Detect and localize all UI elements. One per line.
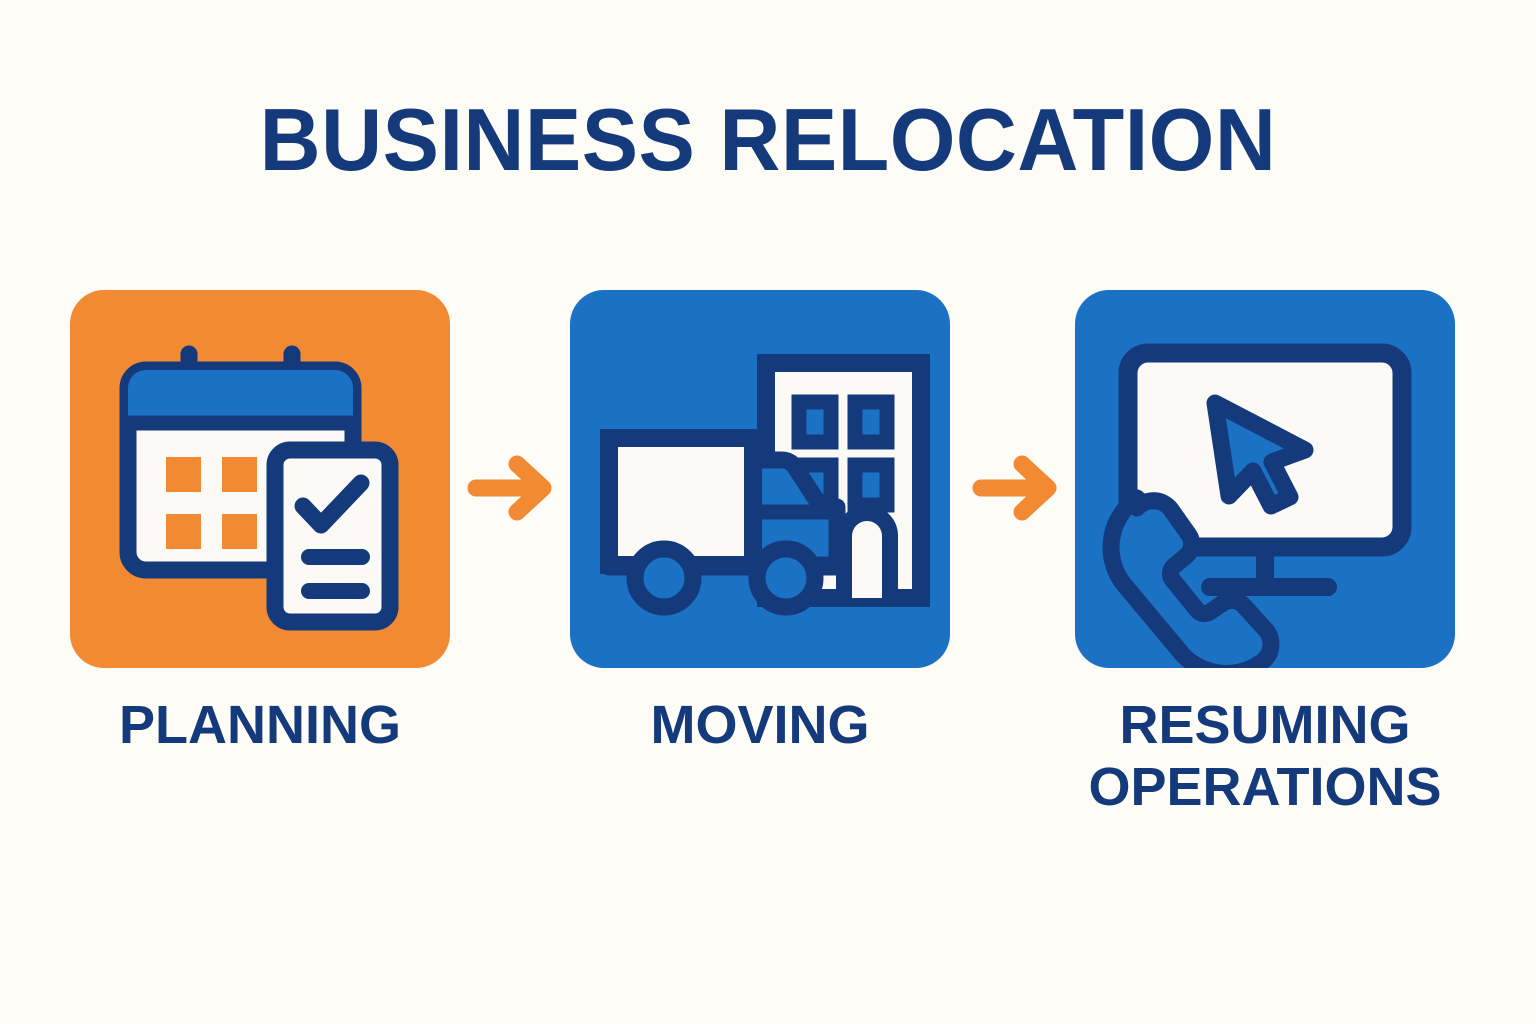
step-planning-label-line1: PLANNING — [119, 695, 401, 755]
page-title: BUSINESS RELOCATION — [259, 90, 1277, 189]
step-moving-card — [570, 290, 950, 668]
monitor-cursor-phone-icon — [1102, 343, 1412, 668]
moving-truck-building-icon — [600, 354, 930, 616]
step-moving-label: MOVING — [570, 694, 950, 756]
step-resuming-operations-card — [1075, 290, 1455, 668]
step-resuming-operations: RESUMING OPERATIONS — [1075, 290, 1455, 817]
step-moving: MOVING — [570, 290, 950, 755]
step-planning-card — [70, 290, 450, 668]
step-resuming-operations-label-line1: RESUMING — [1119, 695, 1411, 755]
arrow-2 — [972, 455, 1068, 521]
step-planning: PLANNING — [70, 290, 450, 755]
step-resuming-operations-label: RESUMING OPERATIONS — [1075, 694, 1455, 818]
calendar-checklist-icon — [119, 345, 399, 631]
arrow-1 — [467, 455, 563, 521]
arrow-right-icon — [467, 455, 552, 521]
arrow-right-icon — [972, 455, 1057, 521]
step-planning-label: PLANNING — [70, 694, 450, 756]
step-moving-label-line1: MOVING — [650, 695, 870, 755]
step-resuming-operations-label-line2: OPERATIONS — [1088, 757, 1442, 817]
